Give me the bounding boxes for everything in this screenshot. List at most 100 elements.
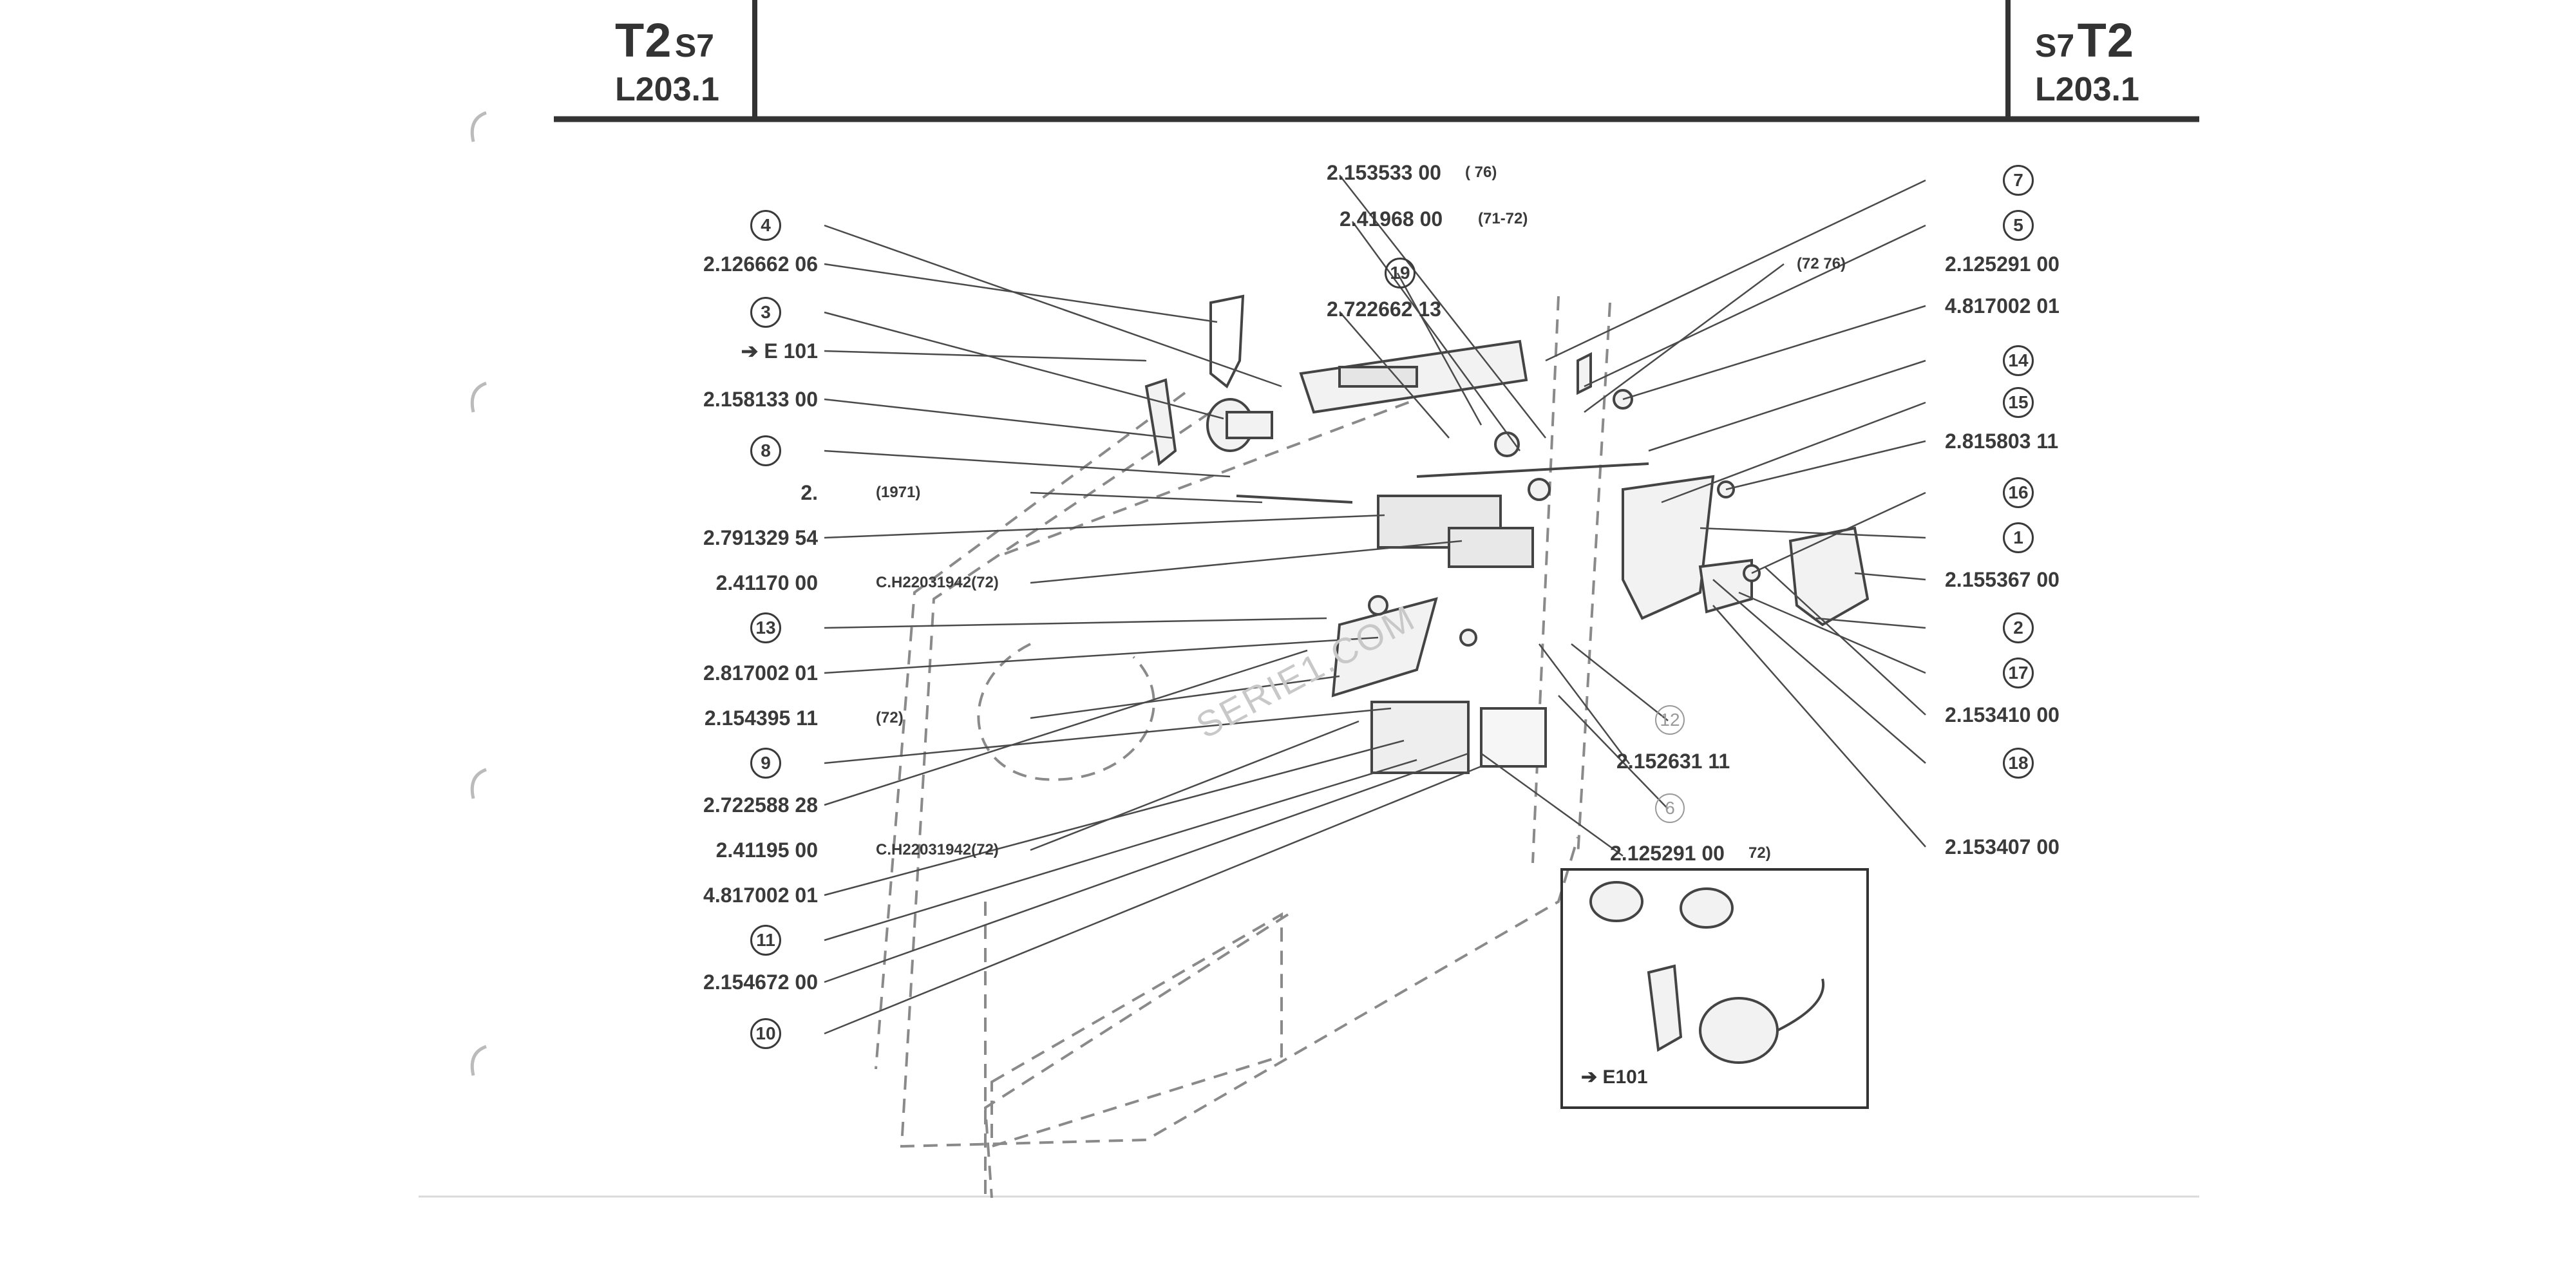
leader-line: [1030, 540, 1463, 584]
label-text: 2.815803 11: [1945, 430, 2059, 453]
inset-label-text: E101: [1602, 1066, 1648, 1088]
label-text: 16: [2008, 482, 2029, 502]
part-note: C.H22031942(72): [876, 574, 999, 591]
part-note: 72): [1748, 844, 1771, 862]
label-text: 2.125291 00: [1610, 842, 1725, 865]
leader-line: [1571, 643, 1669, 721]
label-text: 2.722588 28: [703, 793, 818, 817]
leader-line: [824, 649, 1308, 806]
callout-number: 6: [1655, 793, 1685, 823]
binder-hole-mark: [470, 768, 487, 799]
header-series: S7: [674, 28, 714, 64]
label-text: 2.152631 11: [1616, 750, 1730, 773]
label-text: 2.: [800, 481, 818, 504]
leader-line: [1738, 591, 1926, 674]
leader-line: [824, 263, 1218, 323]
part-note: (72): [876, 709, 904, 726]
leader-line: [824, 311, 1224, 420]
part-number-label: 2.153533 00: [1327, 160, 1441, 185]
leader-line: [824, 398, 1173, 439]
label-text: 2.791329 54: [703, 526, 818, 549]
leader-line: [1339, 175, 1546, 439]
callout-number: 3: [750, 297, 781, 328]
inset-label: ➔ E101: [1581, 1066, 1648, 1088]
part-number-label: 2.722588 28: [644, 792, 818, 818]
callout-number: 4: [750, 210, 781, 241]
part-number-label: 2.817002 01: [644, 660, 818, 686]
label-text: 18: [2008, 753, 2029, 773]
binder-hole-mark: [470, 1045, 487, 1076]
inset-box: [1560, 868, 1869, 1109]
label-text: 3: [761, 302, 771, 322]
leader-lines: [824, 175, 1926, 1035]
leader-line: [1030, 675, 1340, 719]
callout-number: 5: [2003, 210, 2034, 241]
arrow-icon: ➔: [1581, 1066, 1598, 1088]
callout-number: 7: [2003, 165, 2034, 196]
label-text: 2.158133 00: [703, 388, 818, 411]
inset-parts: [1589, 881, 1825, 1064]
header-left: T2 S7 L203.1: [615, 13, 719, 109]
part-number-label: 2.791329 54: [644, 525, 818, 551]
leader-line: [1030, 720, 1359, 851]
label-text: 2.126662 06: [703, 252, 818, 276]
leader-line: [1661, 401, 1926, 504]
callout-number: 19: [1385, 258, 1416, 289]
leader-line: [824, 707, 1392, 764]
label-text: 2.41968 00: [1340, 207, 1443, 231]
label-text: 14: [2008, 350, 2029, 370]
part-number-label: 2.815803 11: [1945, 428, 2058, 454]
header-ref: L203.1: [2035, 71, 2139, 108]
leader-line: [1725, 440, 1926, 491]
label-text: 2.41170 00: [715, 571, 818, 594]
leader-line: [1481, 752, 1624, 857]
callout-number: 16: [2003, 477, 2034, 508]
label-text: 2.817002 01: [703, 661, 818, 685]
label-text: 2.153410 00: [1945, 703, 2060, 726]
label-text: 8: [761, 440, 771, 460]
part-number-label: 2.158133 00: [644, 386, 818, 412]
callout-number: 13: [750, 612, 781, 643]
label-text: E 101: [764, 339, 818, 363]
leader-line: [1396, 272, 1482, 426]
header-model: T2: [2077, 14, 2134, 67]
label-text: 7: [2013, 170, 2023, 190]
part-number-label: ➔ E 101: [644, 338, 818, 364]
label-text: 4.817002 01: [1945, 294, 2060, 317]
arrow-icon: ➔: [741, 339, 764, 363]
header-model: T2: [615, 14, 672, 67]
leader-line: [1030, 491, 1263, 504]
leader-line: [1712, 579, 1926, 764]
label-text: 2.155367 00: [1945, 568, 2060, 591]
leader-line: [824, 752, 1469, 983]
part-number-label: 2.41170 00: [644, 570, 818, 596]
label-text: 2.153533 00: [1327, 161, 1441, 184]
leader-line: [1648, 359, 1926, 452]
leader-line: [824, 636, 1379, 674]
label-text: 2.154672 00: [703, 971, 818, 994]
leader-line: [1764, 566, 1926, 715]
leader-line: [824, 514, 1385, 539]
label-text: 19: [1390, 263, 1410, 283]
header-series: S7: [2035, 28, 2075, 64]
part-number-label: 2.155367 00: [1945, 567, 2060, 592]
leader-line: [824, 450, 1231, 478]
door-parts: [1144, 294, 1870, 774]
part-number-label: 2.41968 00: [1340, 206, 1443, 232]
label-text: 15: [2008, 392, 2029, 412]
label-text: 11: [756, 930, 775, 950]
header-ref: L203.1: [615, 71, 719, 108]
label-text: 17: [2008, 663, 2029, 683]
label-text: 13: [755, 618, 776, 638]
label-text: 2.41195 00: [715, 838, 818, 862]
label-text: 2.722662 13: [1327, 298, 1441, 321]
callout-number: 9: [750, 748, 781, 779]
label-text: 2.125291 00: [1945, 252, 2060, 276]
callout-number: 8: [750, 435, 781, 466]
callout-number: 1: [2003, 522, 2034, 553]
leader-line: [1584, 263, 1785, 413]
part-number-label: 2.126662 06: [644, 251, 818, 277]
leader-line: [1584, 224, 1926, 388]
part-number-label: 2.154672 00: [644, 969, 818, 995]
